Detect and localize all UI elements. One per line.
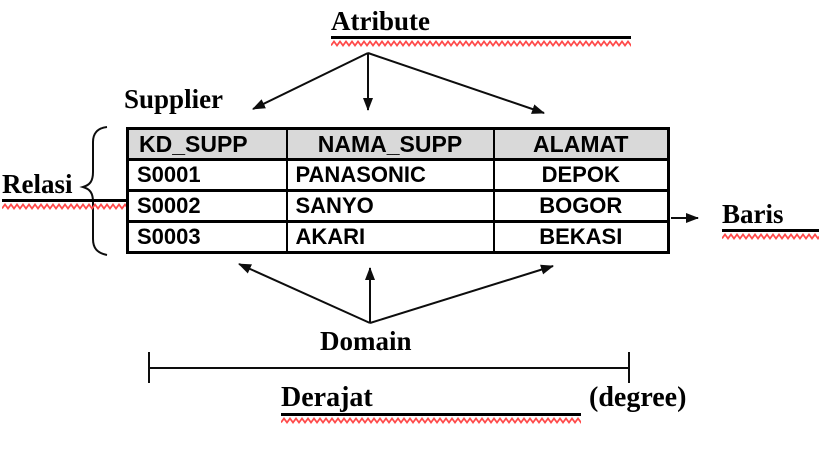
table-cell: BOGOR [492, 189, 670, 223]
domain-arrow-right [369, 264, 554, 324]
attribute-arrow-right [367, 52, 545, 114]
table-title: Supplier [124, 85, 223, 113]
table-cell: S0001 [126, 158, 288, 192]
degree-suffix-text: (degree) [589, 382, 687, 413]
table-header-row: KD_SUPP NAMA_SUPP ALAMAT [126, 127, 670, 161]
domain-label: Domain [320, 327, 412, 355]
header-cell-nama-supp: NAMA_SUPP [285, 127, 495, 161]
attribute-label-text: Atribute [331, 7, 631, 40]
red-squiggle [2, 203, 302, 211]
degree-label: Derajat (degree) [281, 382, 687, 425]
red-squiggle [331, 40, 631, 48]
degree-dimension-line [148, 352, 630, 383]
attribute-arrows [252, 52, 545, 114]
header-cell-alamat: ALAMAT [492, 127, 670, 161]
red-squiggle [281, 417, 581, 425]
row-label-text: Baris [722, 200, 819, 233]
table-cell: AKARI [285, 220, 495, 254]
table-title-text: Supplier [124, 84, 224, 114]
row-label: Baris [722, 200, 819, 241]
domain-arrow-left [238, 263, 371, 324]
header-cell-kd-supp: KD_SUPP [126, 127, 288, 161]
table-cell: DEPOK [492, 158, 670, 192]
table-cell: S0002 [126, 189, 288, 223]
attribute-arrow-left [252, 52, 369, 110]
table-row: S0002 SANYO BOGOR [126, 189, 670, 223]
table-cell: BEKASI [492, 220, 670, 254]
degree-word-text: Derajat [281, 383, 581, 417]
table-row: S0001 PANASONIC DEPOK [126, 158, 670, 192]
domain-arrows [238, 263, 554, 324]
table-cell: PANASONIC [285, 158, 495, 192]
table-row: S0003 AKARI BEKASI [126, 220, 670, 254]
attribute-label: Atribute [331, 7, 631, 48]
table-cell: S0003 [126, 220, 288, 254]
red-squiggle [722, 233, 819, 241]
table-cell: SANYO [285, 189, 495, 223]
supplier-table: KD_SUPP NAMA_SUPP ALAMAT S0001 PANASONIC… [126, 127, 670, 254]
domain-label-text: Domain [320, 326, 412, 356]
